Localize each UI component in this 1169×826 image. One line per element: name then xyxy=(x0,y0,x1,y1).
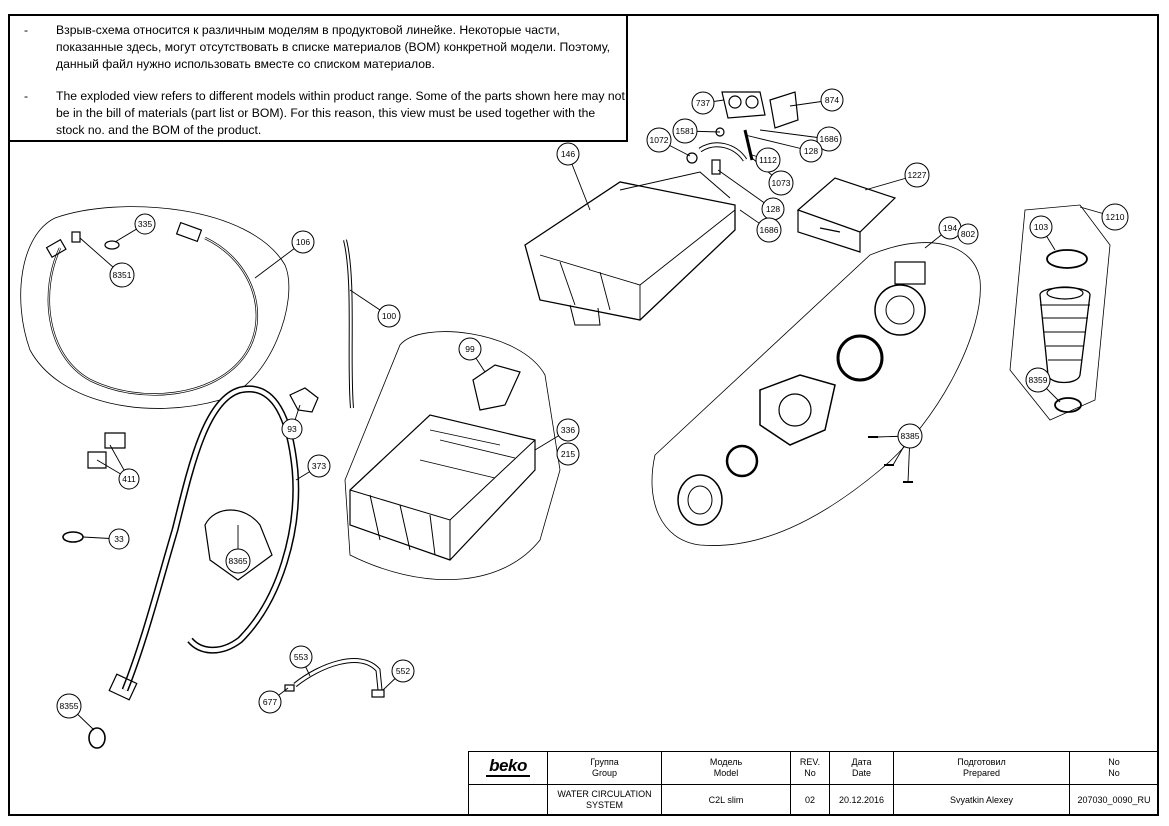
callout-128-a: 128 xyxy=(804,146,818,156)
clip-93 xyxy=(289,387,319,413)
document-number: 207030_0090_RU xyxy=(1069,784,1159,816)
note-bullet: - xyxy=(24,89,29,103)
group-header-en: Group xyxy=(591,768,617,778)
callout-1686-b: 1686 xyxy=(760,225,779,235)
pump-seal xyxy=(725,444,759,478)
logo-cell: beko xyxy=(468,751,548,785)
no-header-1: No xyxy=(1108,757,1120,767)
hose-group-outline xyxy=(20,206,290,409)
clamp-33 xyxy=(62,531,84,543)
rev-value: 02 xyxy=(790,784,830,816)
callout-677: 677 xyxy=(263,697,277,707)
group-value-line2: SYSTEM xyxy=(585,800,623,810)
title-block: beko Группа Group Модель Model REV. No Д… xyxy=(468,751,1159,816)
bracket-8365 xyxy=(204,509,273,581)
drain-hose xyxy=(121,385,300,692)
callout-8385: 8385 xyxy=(901,431,920,441)
callout-802: 802 xyxy=(961,229,975,239)
clamp-8359 xyxy=(1054,397,1082,413)
date-value: 20.12.2016 xyxy=(829,784,894,816)
no-header: No No xyxy=(1069,751,1159,785)
group-header-ru: Группа xyxy=(590,757,619,767)
o-ring xyxy=(836,334,884,382)
note-text-ru: Взрыв-схема относится к различным моделя… xyxy=(56,23,611,71)
callout-336: 336 xyxy=(561,425,575,435)
callout-553: 553 xyxy=(294,652,308,662)
callout-1072: 1072 xyxy=(650,135,669,145)
empty-cell xyxy=(468,784,548,816)
clip-411-a xyxy=(87,432,126,469)
dispenser-drawer-group-outline xyxy=(344,331,561,581)
prepared-value: Svyatkin Alexey xyxy=(893,784,1070,816)
pump-filter xyxy=(677,474,723,526)
bracket-874 xyxy=(769,91,799,129)
model-header-ru: Модель xyxy=(709,757,743,767)
callout-106: 106 xyxy=(296,237,310,247)
date-header: Дата Date xyxy=(829,751,894,785)
prepared-header-ru: Подготовил xyxy=(957,757,1006,767)
group-value: WATER CIRCULATION SYSTEM xyxy=(547,784,662,816)
model-header-en: Model xyxy=(713,768,739,778)
notes-box: - Взрыв-схема относится к различным моде… xyxy=(8,14,628,142)
rev-header: REV. No xyxy=(790,751,830,785)
callout-1686-a: 1686 xyxy=(820,134,839,144)
callout-1210: 1210 xyxy=(1106,212,1125,222)
callout-1073: 1073 xyxy=(772,178,791,188)
bellows xyxy=(1039,286,1091,384)
sump-group-outline xyxy=(1009,204,1111,421)
rev-header-2: No xyxy=(804,768,816,778)
clamp-103 xyxy=(1046,249,1088,269)
callout-8359: 8359 xyxy=(1029,375,1048,385)
callout-1227: 1227 xyxy=(908,170,927,180)
callout-373: 373 xyxy=(312,461,326,471)
logo-underline xyxy=(486,774,530,777)
callout-146: 146 xyxy=(561,149,575,159)
siphon-cap-99 xyxy=(472,364,521,411)
callout-194: 194 xyxy=(943,223,957,233)
prepared-header: Подготовил Prepared xyxy=(893,751,1070,785)
callout-99: 99 xyxy=(465,344,475,354)
insulation-pad-1227 xyxy=(796,177,897,233)
clamp-8355 xyxy=(88,727,106,749)
callout-1112: 1112 xyxy=(759,155,777,165)
dispenser-drawer xyxy=(349,414,536,561)
pump-group-outline xyxy=(651,242,981,546)
callout-8365: 8365 xyxy=(229,556,248,566)
inlet-hose xyxy=(47,236,259,396)
callout-100: 100 xyxy=(382,311,396,321)
drawer-housing xyxy=(524,181,736,321)
callout-103: 103 xyxy=(1034,222,1048,232)
pump-body xyxy=(759,374,836,446)
callout-1581: 1581 xyxy=(676,126,695,136)
model-header: Модель Model xyxy=(661,751,791,785)
callout-411: 411 xyxy=(122,474,136,484)
callout-33: 33 xyxy=(114,534,124,544)
no-header-2: No xyxy=(1108,768,1120,778)
callout-8351: 8351 xyxy=(113,270,132,280)
group-header: Группа Group xyxy=(547,751,662,785)
callout-93: 93 xyxy=(287,424,297,434)
date-header-en: Date xyxy=(851,768,871,778)
callout-335: 335 xyxy=(138,219,152,229)
model-value: C2L slim xyxy=(661,784,791,816)
pump-motor xyxy=(874,284,926,336)
callout-8355: 8355 xyxy=(60,701,79,711)
beko-logo: beko xyxy=(489,755,527,775)
prepared-header-en: Prepared xyxy=(962,768,1001,778)
rev-header-1: REV. xyxy=(799,757,821,767)
note-text-en: The exploded view refers to different mo… xyxy=(56,89,625,137)
callout-128-b: 128 xyxy=(766,204,780,214)
group-value-line1: WATER CIRCULATION xyxy=(557,789,652,799)
callout-552: 552 xyxy=(396,666,410,676)
note-bullet: - xyxy=(24,23,29,37)
inlet-valve xyxy=(721,91,766,119)
callout-215: 215 xyxy=(561,449,575,459)
callout-874: 874 xyxy=(825,95,839,105)
date-header-ru: Дата xyxy=(851,757,872,767)
callout-737: 737 xyxy=(696,98,710,108)
